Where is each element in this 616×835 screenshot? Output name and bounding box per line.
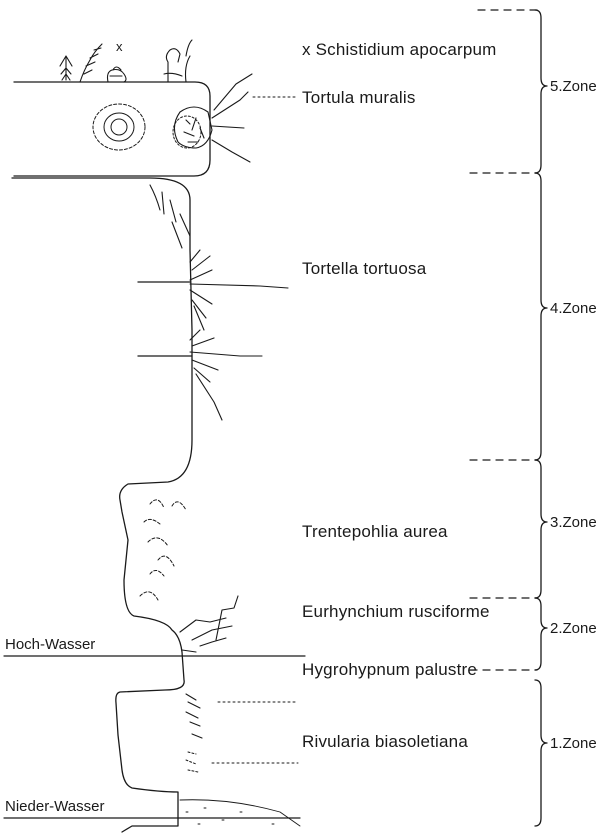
brace-zone-4 — [535, 173, 547, 460]
zone-label-5: 5.Zone — [550, 79, 597, 94]
rock-block-5 — [14, 82, 210, 176]
zone-label-1: 1.Zone — [550, 736, 597, 751]
low-water-label: Nieder-Wasser — [5, 799, 104, 814]
label-rivularia-biasoletiana: Rivularia biasoletiana — [302, 733, 468, 750]
trentepohlia-plants — [140, 500, 186, 600]
zone-braces — [535, 10, 547, 826]
eurhynchium-plant — [180, 596, 238, 652]
label-hygrohypnum-palustre: Hygrohypnum palustre — [302, 661, 477, 678]
label-trentepohlia-aurea: Trentepohlia aurea — [302, 523, 448, 540]
brace-zone-3 — [535, 460, 547, 598]
sediment — [180, 800, 300, 826]
label-tortella-tortuosa: Tortella tortuosa — [302, 260, 426, 277]
zone-label-3: 3.Zone — [550, 515, 597, 530]
schistidium-plants — [60, 40, 192, 82]
cushion-circles — [93, 104, 201, 150]
leader-lines — [212, 97, 298, 763]
brace-zone-1 — [535, 680, 547, 826]
label-schistidium-apocarpum: x Schistidium apocarpum — [302, 41, 497, 58]
zone-label-2: 2.Zone — [550, 621, 597, 636]
label-tortula-muralis: Tortula muralis — [302, 89, 416, 106]
marker-x: x — [116, 40, 123, 53]
brace-zone-5 — [535, 10, 547, 173]
label-eurhynchium-rusciforme: Eurhynchium rusciforme — [302, 603, 490, 620]
rock-profile — [12, 178, 192, 832]
zone-label-4: 4.Zone — [550, 301, 597, 316]
hygrohypnum-plant — [186, 694, 202, 738]
brace-zone-2 — [535, 598, 547, 670]
zone-boundary-lines — [470, 10, 537, 670]
tortella-plants — [150, 185, 288, 420]
high-water-label: Hoch-Wasser — [5, 637, 95, 652]
tortula-plant — [174, 74, 252, 162]
rivularia-plant — [186, 752, 198, 772]
